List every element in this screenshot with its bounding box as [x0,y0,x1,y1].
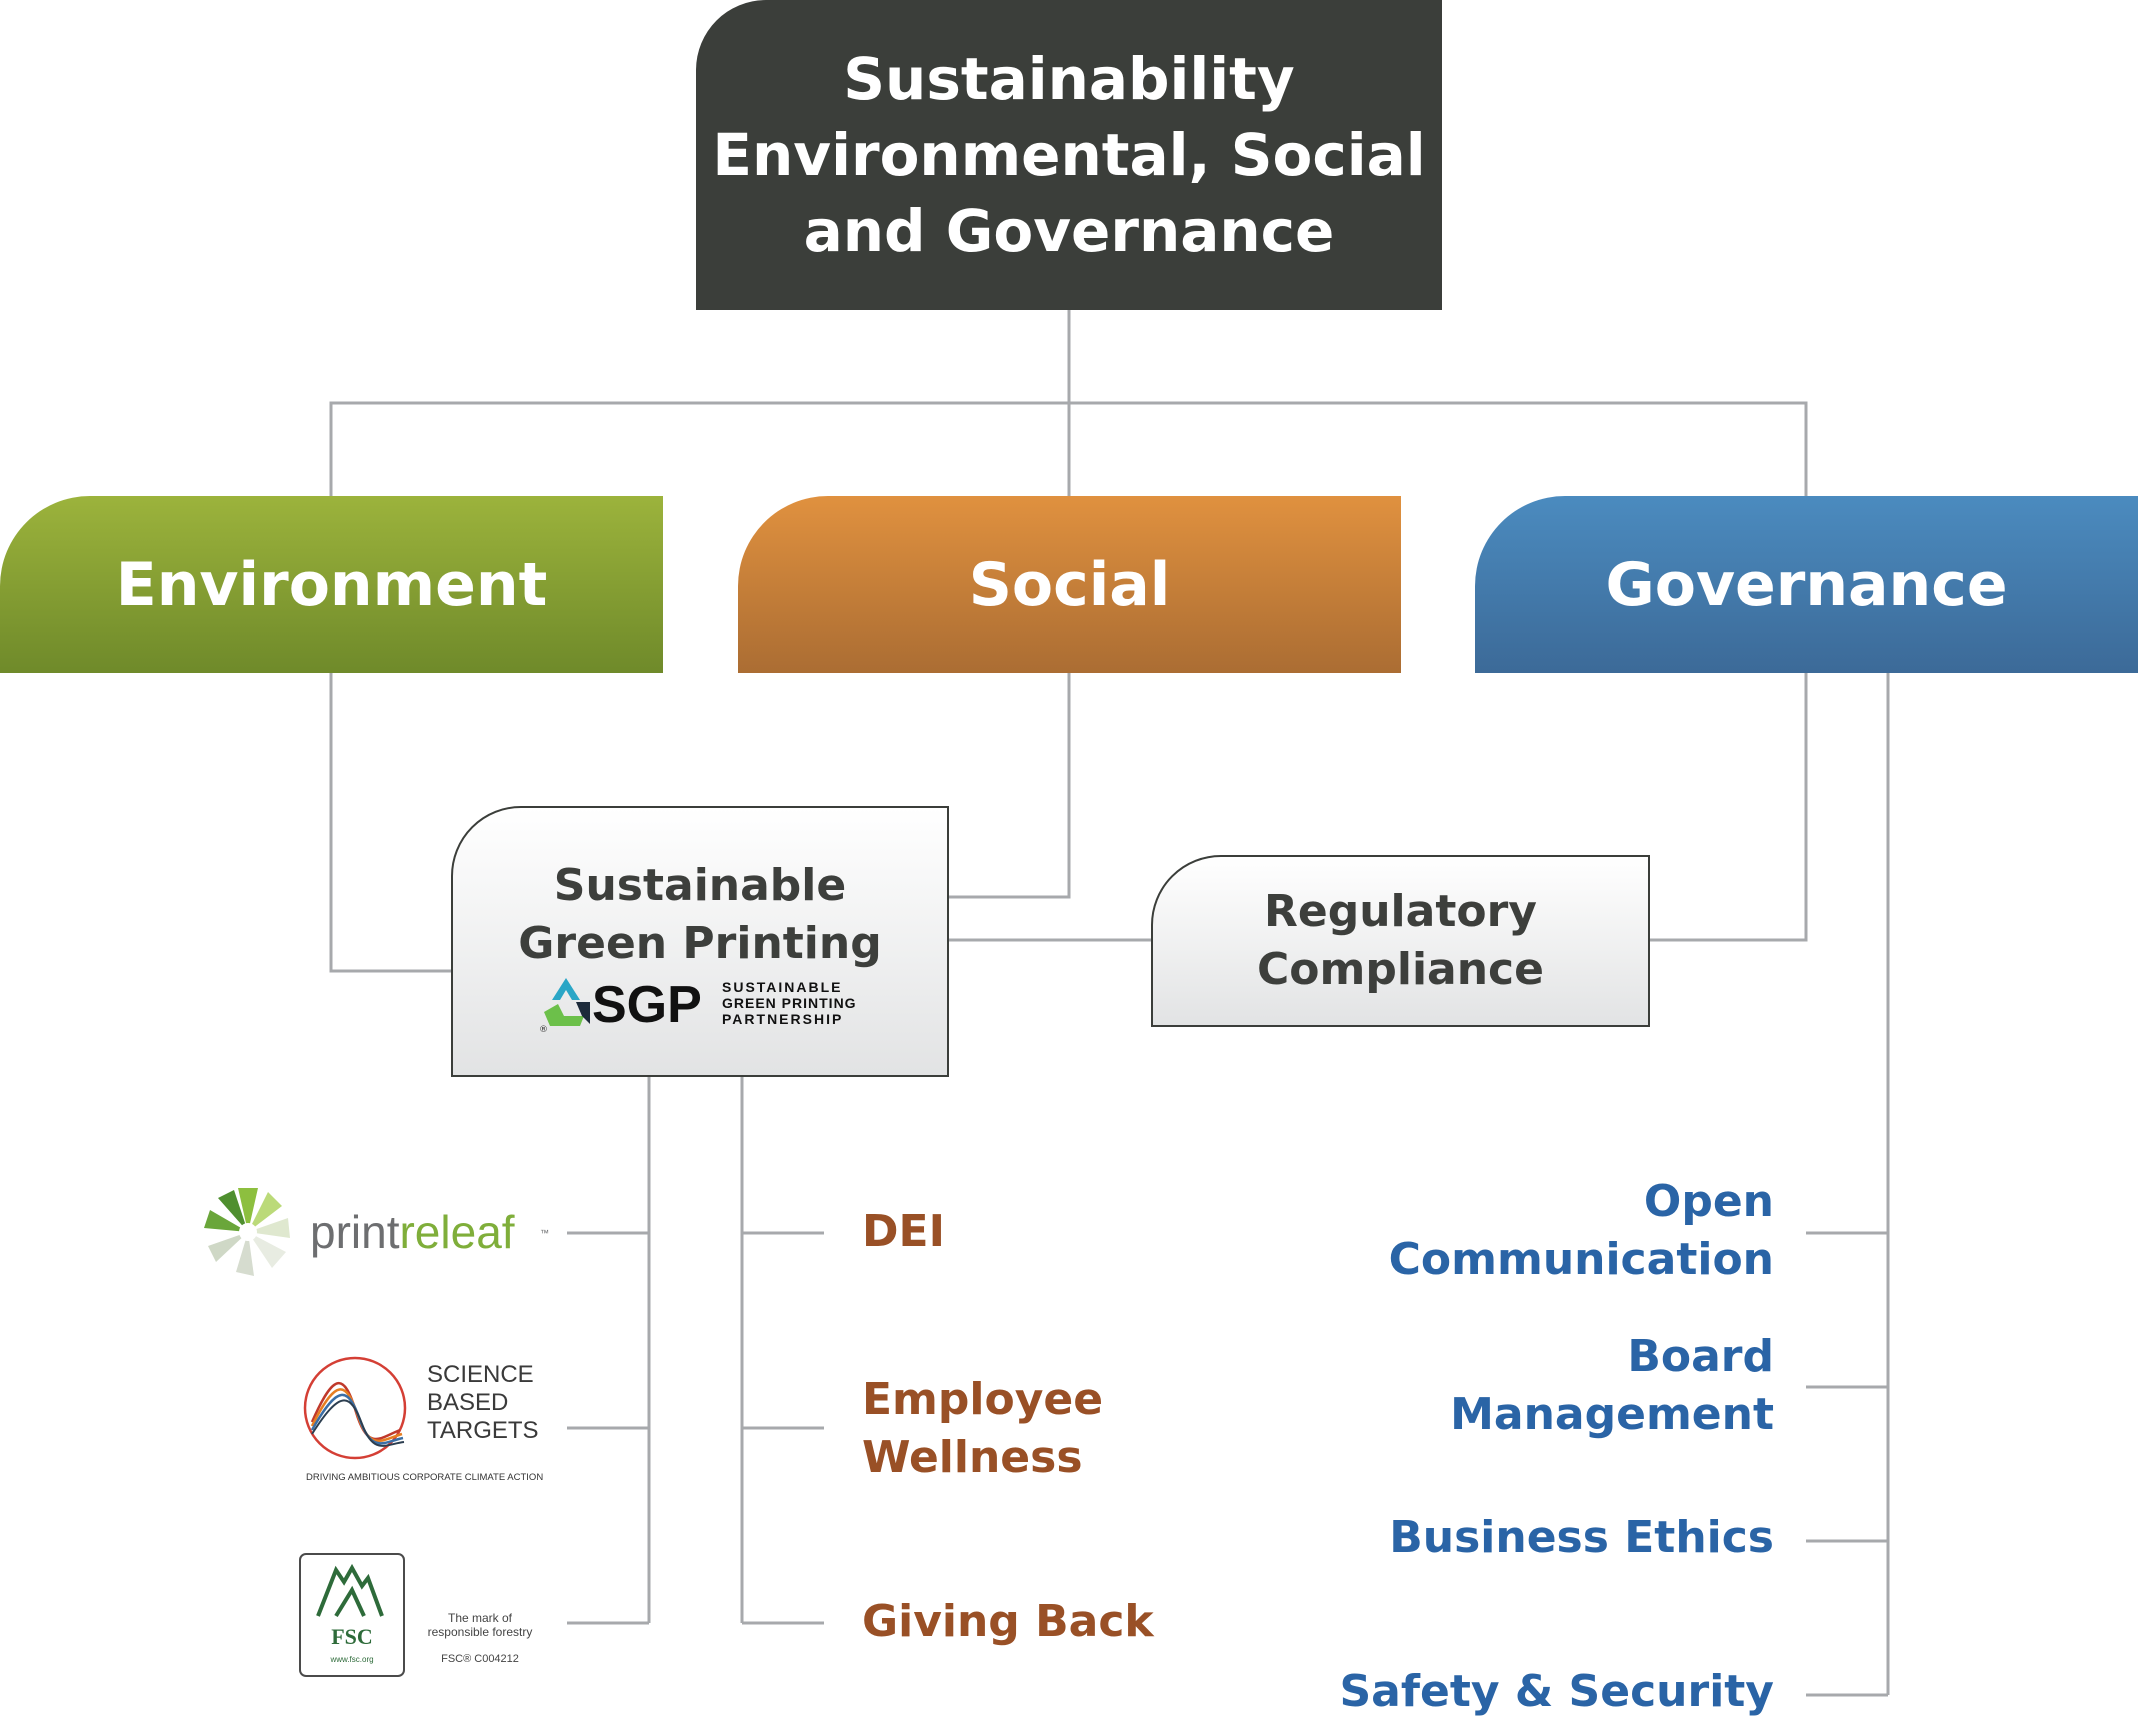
fsc-mark: FSC [331,1624,373,1649]
social-box: Social [738,496,1401,673]
regulatory-compliance-box: Regulatory Compliance [1151,855,1650,1027]
root-line-3: and Governance [803,197,1335,265]
gov-item-1-line-1: Open [1643,1176,1774,1227]
environment-label: Environment [115,549,548,620]
gov-item-1-line-2: Communication [1388,1234,1774,1285]
sbt-tagline: DRIVING AMBITIOUS CORPORATE CLIMATE ACTI… [306,1472,543,1483]
social-item-wellness-line-1: Employee [862,1374,1104,1425]
social-label: Social [968,549,1171,620]
fsc-logo: FSC www.fsc.org The mark of responsible … [299,1553,533,1677]
gov-item-2-line-1: Board [1627,1331,1774,1382]
regulatory-line-2: Compliance [1257,944,1544,995]
printreleaf-logo: printreleaf ™ [204,1188,549,1276]
sgp-tagline-3: PARTNERSHIP [722,1011,843,1027]
environment-box: Environment [0,496,663,673]
social-item-dei: DEI [862,1203,945,1261]
root-line-2: Environmental, Social [712,121,1426,189]
fsc-code: FSC® C004212 [441,1653,519,1665]
root-line-1: Sustainability [843,45,1295,113]
connector-social-sgp [949,673,1071,899]
sgp-tagline-1: SUSTAINABLE [722,979,843,995]
connector-env-sgp [329,673,451,973]
printreleaf-leaf-icon [204,1188,290,1276]
governance-item-open-communication: Open Communication [1389,1173,1774,1289]
printreleaf-prefix: print [310,1206,400,1258]
sgp-recycle-icon [544,978,590,1026]
sgp-logo: ® SGP SUSTAINABLE GREEN PRINTING PARTNER… [539,976,857,1034]
sbt-wave-icon [303,1356,407,1460]
social-item-wellness-line-2: Wellness [862,1432,1083,1483]
sgp-registered: ® [539,1025,548,1034]
printreleaf-tm: ™ [540,1228,549,1238]
fsc-text-1: The mark of [448,1611,513,1625]
svg-text:printreleaf: printreleaf [310,1206,515,1258]
sbt-line-3: TARGETS [427,1417,539,1444]
governance-label: Governance [1605,549,2008,620]
governance-box: Governance [1475,496,2138,673]
social-item-dei-line-1: DEI [862,1206,945,1257]
connector-gov-regulatory [1650,673,1808,942]
sgp-tagline-2: GREEN PRINTING [722,995,857,1011]
connector-root-branches [329,401,1808,496]
sbt-line-2: BASED [427,1389,508,1416]
governance-item-board-management: Board Management [1450,1328,1774,1444]
root-box: Sustainability Environmental, Social and… [696,0,1442,310]
regulatory-line-1: Regulatory [1264,886,1537,937]
governance-item-business-ethics: Business Ethics [1389,1509,1774,1567]
fsc-url: www.fsc.org [329,1655,373,1664]
gov-item-2-line-2: Management [1450,1389,1774,1440]
sgp-line-1: Sustainable [553,859,847,911]
science-based-targets-logo: SCIENCE BASED TARGETS DRIVING AMBITIOUS … [303,1356,543,1483]
governance-item-safety-security: Safety & Security [1339,1663,1774,1721]
printreleaf-suffix: releaf [399,1206,514,1258]
gov-item-4-line-1: Safety & Security [1339,1666,1774,1717]
sgp-box: Sustainable Green Printing [451,806,949,1077]
social-item-employee-wellness: Employee Wellness [862,1371,1103,1487]
gov-item-3-line-1: Business Ethics [1389,1512,1774,1563]
social-item-giving-back: Giving Back [862,1593,1154,1651]
fsc-text-2: responsible forestry [428,1625,533,1639]
sgp-line-2: Green Printing [518,917,882,969]
social-item-giving-back-line-1: Giving Back [862,1596,1154,1647]
fsc-tree-icon [316,1563,384,1618]
sgp-mark: SGP [592,976,702,1034]
sbt-line-1: SCIENCE [427,1361,534,1388]
